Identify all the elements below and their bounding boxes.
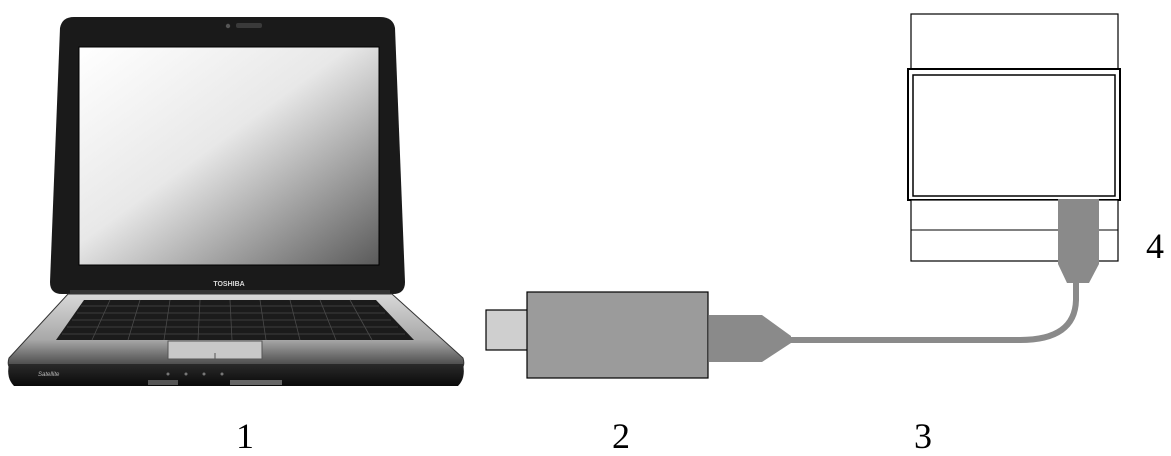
callout-usb-adapter: 2 bbox=[612, 416, 630, 456]
adapter-cable-strain-relief bbox=[709, 315, 791, 362]
status-indicator-icons bbox=[166, 372, 224, 376]
usb-plug bbox=[485, 309, 533, 351]
laptop-illustration: TOSHIBA Satellite bbox=[7, 17, 465, 386]
callout-cable: 3 bbox=[914, 416, 932, 456]
usb-adapter bbox=[485, 291, 791, 379]
module-outer-frame bbox=[907, 68, 1121, 201]
adapter-body bbox=[526, 291, 709, 379]
callout-module: 4 bbox=[1146, 226, 1164, 266]
connection-cable bbox=[789, 282, 1079, 343]
module-top-section bbox=[910, 13, 1119, 70]
callout-laptop: 1 bbox=[236, 416, 254, 456]
module-connector-plug bbox=[1058, 199, 1099, 283]
keyboard-keys bbox=[62, 299, 405, 341]
laptop-model-text: Satellite bbox=[38, 372, 60, 378]
laptop-front-edge bbox=[8, 364, 464, 386]
webcam-icon bbox=[225, 23, 231, 29]
laptop-brand-text: TOSHIBA bbox=[213, 281, 244, 288]
laptop-screen bbox=[78, 46, 380, 266]
module-inner-frame bbox=[912, 74, 1116, 197]
din-module bbox=[907, 13, 1121, 283]
